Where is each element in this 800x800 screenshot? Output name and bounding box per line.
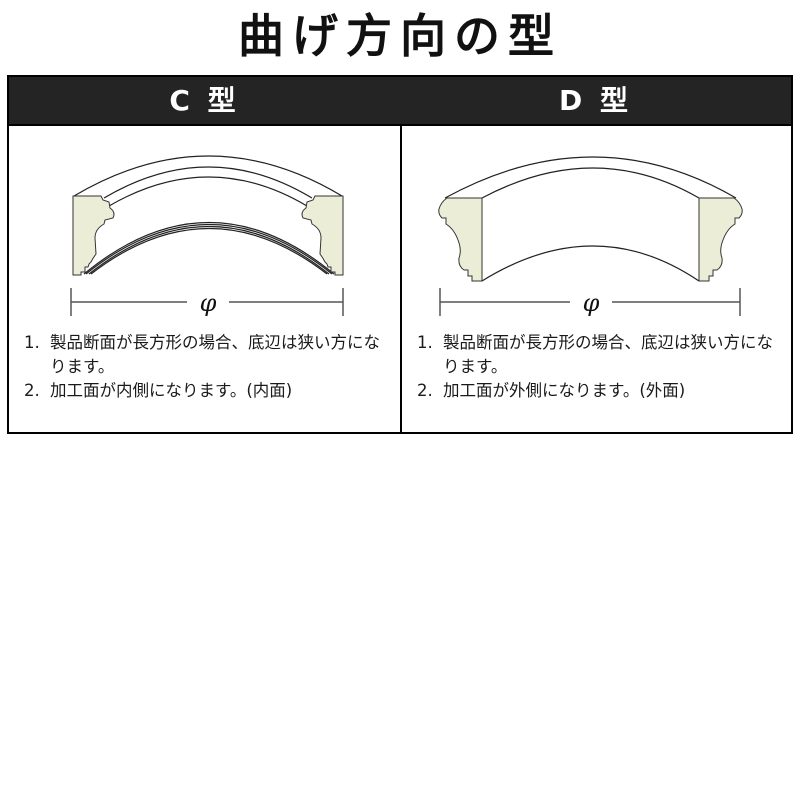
note-item: 2. 加工面が内側になります。(内面): [24, 379, 394, 403]
d-type-bend-diagram: φ: [438, 156, 743, 317]
header-d-type: D 型: [559, 84, 632, 117]
note-item: 1. 製品断面が長方形の場合、底辺は狭い方になります。: [417, 331, 787, 379]
note-number: 2.: [24, 381, 40, 400]
note-text: 加工面が内側になります。(内面): [50, 381, 293, 400]
note-item: 1. 製品断面が長方形の場合、底辺は狭い方になります。: [24, 331, 394, 379]
c-type-bend-diagram: φ: [70, 155, 344, 317]
dimension-line: [439, 288, 741, 316]
note-text: 加工面が外側になります。(外面): [443, 381, 686, 400]
c-right-profile: [301, 195, 344, 276]
d-type-notes: 1. 製品断面が長方形の場合、底辺は狭い方になります。 2. 加工面が外側になり…: [417, 331, 787, 403]
dimension-line: [70, 288, 344, 316]
header-c-type: C 型: [169, 84, 240, 117]
bend-type-table: C 型 D 型: [7, 75, 793, 434]
note-number: 1.: [417, 333, 433, 352]
note-number: 1.: [24, 333, 40, 352]
note-text: 製品断面が長方形の場合、底辺は狭い方になります。: [443, 333, 773, 376]
note-text: 製品断面が長方形の場合、底辺は狭い方になります。: [50, 333, 380, 376]
diameter-symbol: φ: [583, 289, 600, 317]
d-left-profile: [438, 197, 483, 282]
page-title: 曲げ方向の型: [238, 9, 562, 63]
column-divider: [400, 126, 402, 432]
d-type-column: φ 1. 製品断面が長方形の場合、底辺は狭い方になります。 2. 加工面が外側に…: [402, 126, 793, 432]
c-type-column: φ 1. 製品断面が長方形の場合、底辺は狭い方になります。 2. 加工面が内側に…: [9, 126, 400, 432]
note-number: 2.: [417, 381, 433, 400]
diameter-symbol: φ: [200, 289, 217, 317]
table-header: C 型 D 型: [9, 77, 791, 126]
c-type-notes: 1. 製品断面が長方形の場合、底辺は狭い方になります。 2. 加工面が内側になり…: [24, 331, 394, 403]
c-left-profile: [72, 195, 115, 276]
note-item: 2. 加工面が外側になります。(外面): [417, 379, 787, 403]
d-right-profile: [698, 197, 743, 282]
